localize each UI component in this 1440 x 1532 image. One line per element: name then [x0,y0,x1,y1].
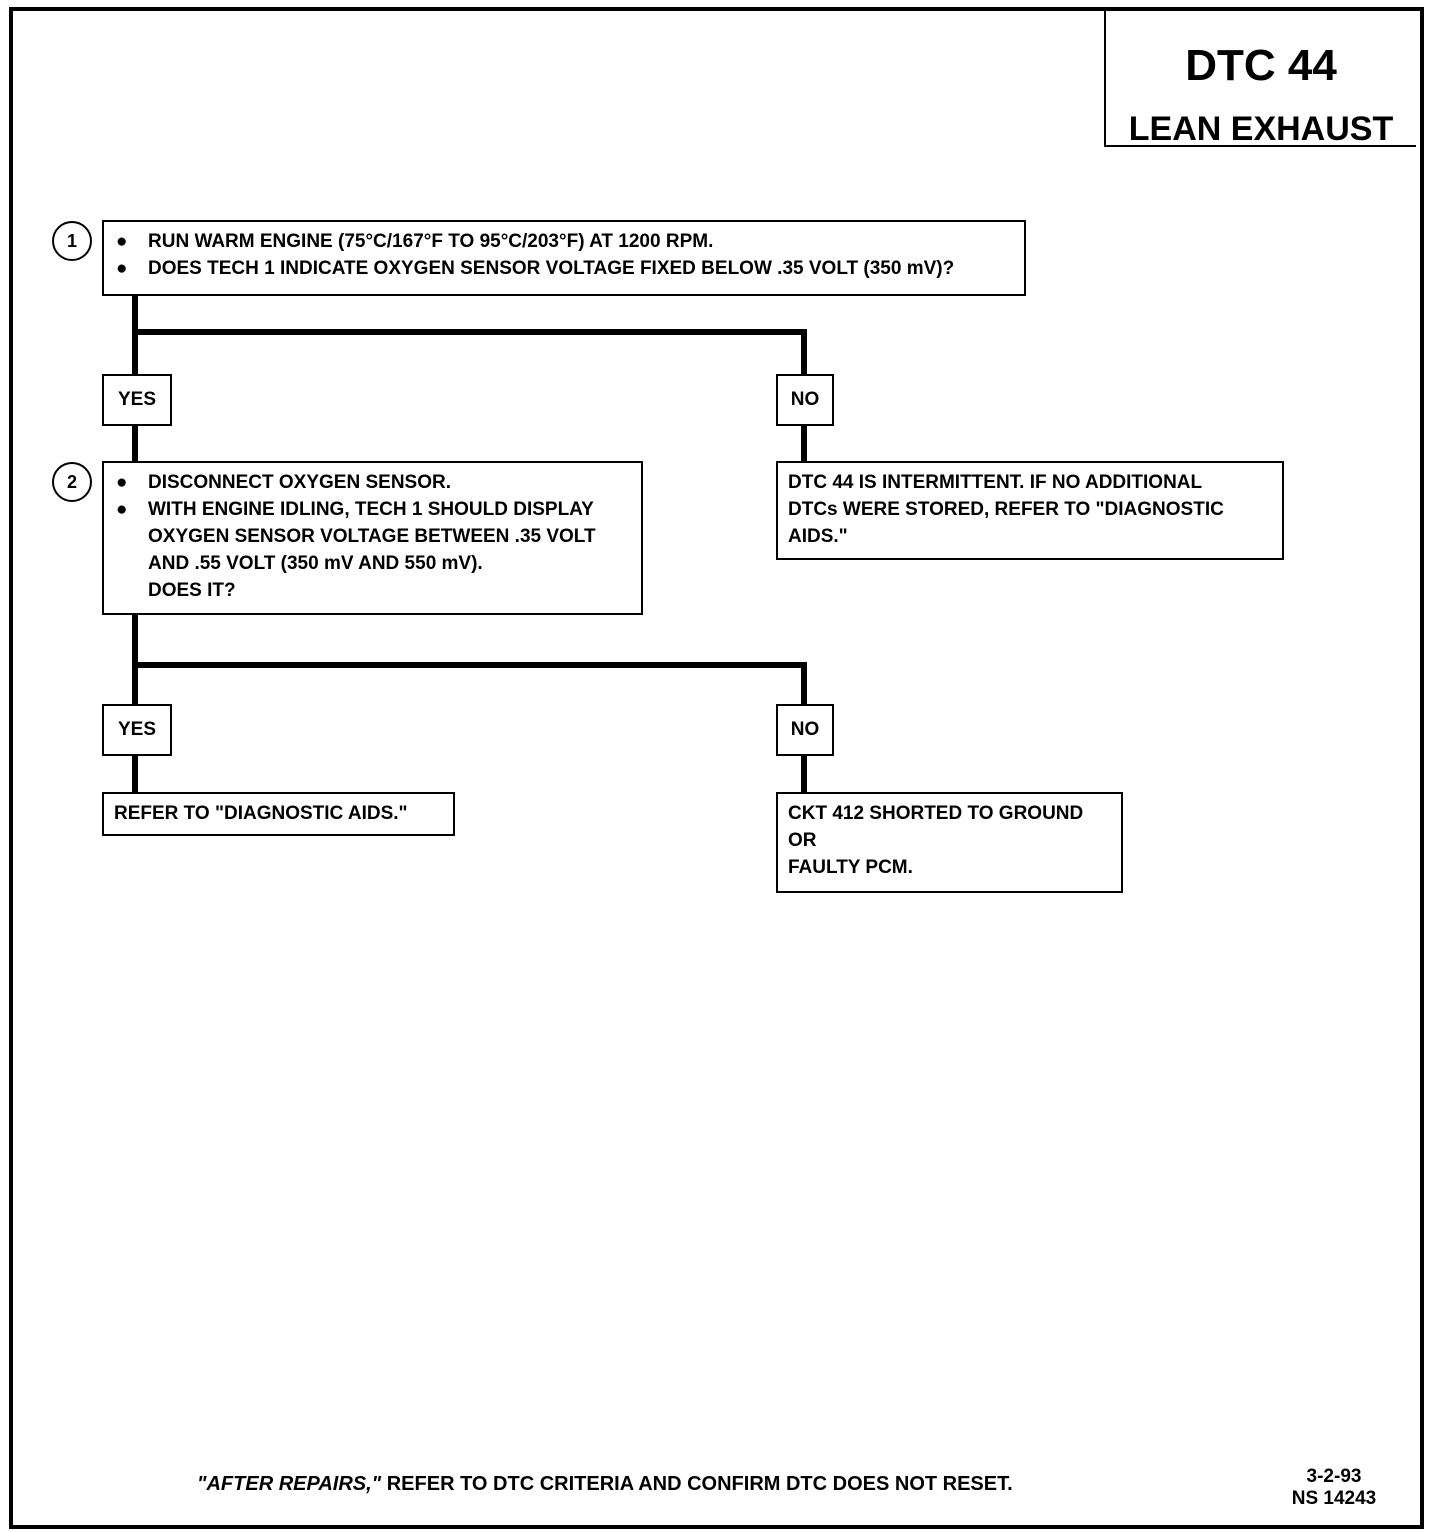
step-1-bullet: ●DOES TECH 1 INDICATE OXYGEN SENSOR VOLT… [116,258,955,279]
page-frame [9,7,1424,1529]
footer-text: REFER TO DTC CRITERIA AND CONFIRM DTC DO… [381,1473,1013,1495]
step-number-2: 2 [52,462,92,502]
step-2-bullet: ●DISCONNECT OXYGEN SENSOR. [116,472,451,493]
connector-line [801,329,807,375]
revision-block: 3-2-93 NS 14243 [1284,1466,1384,1510]
no-label: NO [776,374,834,426]
ckt412-result-box: CKT 412 SHORTED TO GROUND OR FAULTY PCM. [776,792,1123,893]
step-2-text-line: OXYGEN SENSOR VOLTAGE BETWEEN .35 VOLT [148,526,596,547]
step-2-text-line: AND .55 VOLT (350 mV AND 550 mV). [148,553,483,574]
intermittent-result-box: DTC 44 IS INTERMITTENT. IF NO ADDITIONAL… [776,461,1284,560]
result-text-line: OR [788,830,817,851]
step-1-box: ●RUN WARM ENGINE (75°C/167°F TO 95°C/203… [102,220,1026,296]
connector-line [801,662,807,705]
no-label: NO [776,704,834,756]
result-text-line: REFER TO "DIAGNOSTIC AIDS." [114,803,408,824]
result-text-line: DTC 44 IS INTERMITTENT. IF NO ADDITIONAL [788,472,1203,493]
connector-line [801,425,807,462]
step-number-1: 1 [52,221,92,261]
connector-line [132,662,807,668]
connector-line [132,295,138,375]
yes-label: YES [102,374,172,426]
yes-label: YES [102,704,172,756]
connector-line [132,755,138,793]
footer-note: "AFTER REPAIRS," REFER TO DTC CRITERIA A… [197,1473,1013,1496]
step-2-bullet: ●WITH ENGINE IDLING, TECH 1 SHOULD DISPL… [116,499,594,520]
dtc-description-title: LEAN EXHAUST [1128,110,1394,148]
step-2-box: ●DISCONNECT OXYGEN SENSOR. ●WITH ENGINE … [102,461,643,615]
title-box: DTC 44 LEAN EXHAUST [1104,11,1416,148]
result-text-line: FAULTY PCM. [788,857,913,878]
diagnostic-aids-result-box: REFER TO "DIAGNOSTIC AIDS." [102,792,455,836]
revision-date: 3-2-93 [1306,1466,1362,1487]
result-text-line: AIDS." [788,526,848,547]
dtc-code-title: DTC 44 [1185,41,1337,90]
result-text-line: DTCs WERE STORED, REFER TO "DIAGNOSTIC [788,499,1224,520]
connector-line [132,425,138,462]
step-1-bullet: ●RUN WARM ENGINE (75°C/167°F TO 95°C/203… [116,231,714,252]
step-2-text-line: DOES IT? [148,580,236,601]
connector-line [132,614,138,705]
result-text-line: CKT 412 SHORTED TO GROUND [788,803,1084,824]
document-code: NS 14243 [1291,1488,1377,1509]
footer-italic-text: "AFTER REPAIRS," [197,1473,382,1495]
connector-line [132,329,807,335]
connector-line [801,755,807,793]
